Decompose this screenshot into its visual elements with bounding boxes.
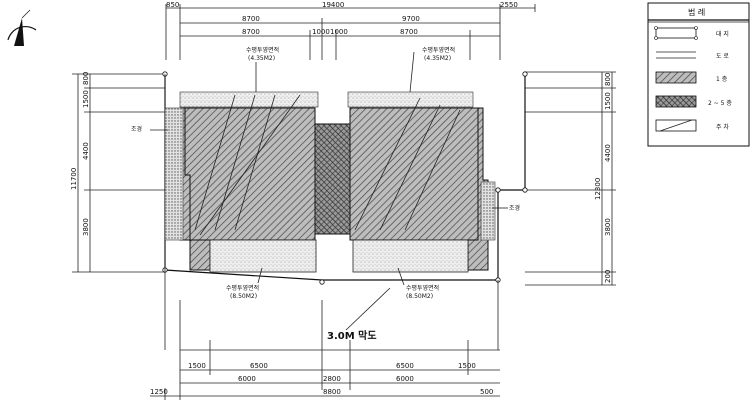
label-bottom-right-area-val: (8.50M2) [406,293,433,300]
floor-upper-right [349,107,479,241]
dim-left-total: 11700 [70,168,78,190]
label-top-left-area: 수평투영면적 [246,46,279,54]
dim-right-bottom: 200 [604,270,612,283]
dim-left-top: 800 [82,72,90,85]
stair-core [314,123,352,235]
building-left [164,91,319,273]
floor-upper-left [184,107,316,241]
dim-top-total: 19400 [322,1,344,9]
balcony-bottom-right [352,239,469,273]
dim-bottom-10: 500 [480,388,493,396]
dim-right-top: 800 [604,73,612,86]
dim-top-gap-b: 1000 [330,28,348,36]
label-bottom-left-area-val: (8.50M2) [230,293,257,300]
landscape-left-area [164,107,184,241]
dim-bottom-9: 8800 [323,388,341,396]
legend-item-3: 2 ~ 5 층 [708,99,732,107]
dim-bottom-7: 6000 [396,375,414,383]
legend-title: 범 례 [688,7,705,17]
balcony-top-right [347,91,474,108]
dim-bottom-8: 1250 [150,388,168,396]
label-landscape-right: 조경 [509,205,520,212]
dim-left-b: 4400 [82,142,90,160]
label-top-right-area-val: (4.35M2) [424,55,451,62]
bottom-dimensions: 1500 6500 6500 1500 6000 2800 6000 1250 … [150,300,500,400]
dim-left-a: 1500 [82,90,90,108]
dim-top-right-margin: 2550 [500,1,518,9]
dim-right-a: 1500 [604,92,612,110]
left-dimensions: 11700 800 1500 4400 3800 [70,72,165,273]
area-labels: 수평투영면적 (4.35M2) 수평투영면적 (4.35M2) 수평투영면적 (… [131,46,520,342]
balcony-bottom-left [209,239,317,273]
dim-right-total: 12300 [594,178,602,200]
dim-bottom-4: 1500 [458,362,476,370]
dim-top-inner-left: 8700 [242,28,260,36]
legend-item-0: 대 지 [716,30,729,38]
legend: 범 례 대 지 도 로 1 층 2 ~ 5 층 주 차 [647,2,750,147]
label-top-right-area: 수평투영면적 [422,46,455,54]
dim-top-left-margin: 850 [166,1,179,9]
dim-top-bldg-right: 9700 [402,15,420,23]
dim-bottom-2: 6500 [250,362,268,370]
dim-right-b: 4400 [604,144,612,162]
label-road-width: 3.0M 막도 [327,329,377,342]
label-landscape-left: 조경 [131,126,142,133]
balcony-top-left [179,91,319,108]
label-bottom-left-area: 수평투영면적 [226,284,259,292]
landscape-right-area [480,181,496,241]
dim-left-c: 3800 [82,218,90,236]
dim-top-bldg-left: 8700 [242,15,260,23]
dim-right-c: 3800 [604,218,612,236]
dim-bottom-1: 1500 [188,362,206,370]
top-dimensions: 850 19400 2550 8700 9700 8700 1000 1000 … [165,1,536,60]
building-right [347,91,496,273]
right-dimensions: 12300 800 1500 4400 3800 200 [525,71,616,286]
label-top-left-area-val: (4.35M2) [248,55,275,62]
label-bottom-right-area: 수평투영면적 [406,284,439,292]
north-arrow-icon [7,9,37,46]
dim-top-gap-a: 1000 [312,28,330,36]
dim-bottom-5: 6000 [238,375,256,383]
dim-bottom-6: 2800 [323,375,341,383]
dim-bottom-3: 6500 [396,362,414,370]
legend-item-4: 주 차 [716,123,729,131]
legend-item-1: 도 로 [716,53,729,60]
legend-item-2: 1 층 [716,75,728,83]
dim-top-inner-right: 8700 [400,28,418,36]
